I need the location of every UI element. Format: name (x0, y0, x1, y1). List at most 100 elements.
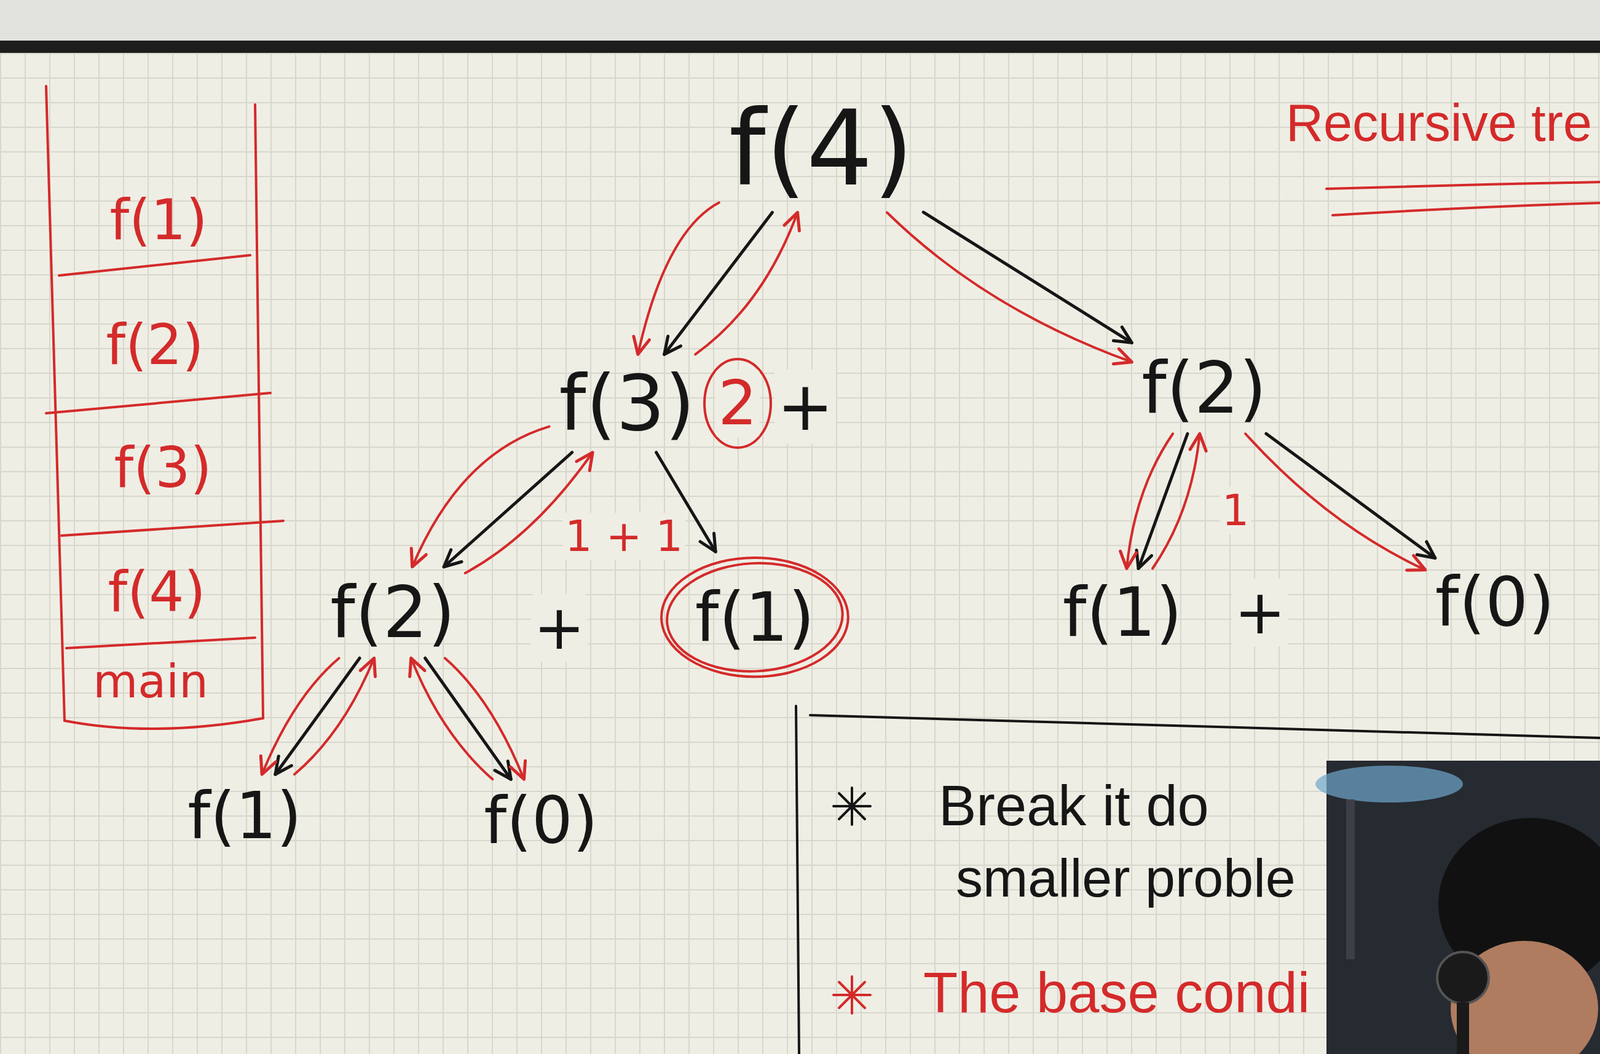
node-text: f(4) (107, 561, 206, 623)
trace-arrow (695, 212, 800, 355)
arrowhead (510, 760, 525, 779)
circle-stroke (661, 557, 849, 677)
note-text: smaller proble (955, 848, 1296, 908)
arrowhead (1190, 433, 1206, 451)
connector-line (443, 452, 572, 567)
stack-divider (59, 255, 251, 276)
call-arrow (275, 657, 360, 774)
call-node: f(0) (477, 782, 605, 860)
arrowhead (1416, 541, 1435, 559)
plus-sign: + (1231, 578, 1289, 647)
connector-line (923, 212, 1132, 343)
base-case-node: f(1) (658, 555, 851, 680)
call-node: f(1) (1056, 572, 1189, 653)
arrowhead (1113, 327, 1132, 343)
node-text: f(2) (330, 573, 455, 652)
stack-divider (61, 520, 284, 536)
call-node: f(0) (1429, 561, 1562, 643)
return-sum: 1 + 1 (562, 512, 686, 560)
connector-line (1152, 433, 1200, 568)
node-text: f(2) (1141, 349, 1267, 428)
stack-frame: f(4) (101, 558, 212, 626)
connector-line (664, 212, 773, 355)
arrowhead (360, 657, 375, 677)
node-text: f(4) (729, 90, 915, 206)
node-text: main (92, 655, 208, 707)
arrowhead (494, 760, 511, 780)
arrowhead (1120, 550, 1137, 568)
stack-divider (66, 637, 256, 648)
node-text: f(3) (558, 360, 695, 446)
trace-arrow (1152, 433, 1206, 568)
top-strip (0, 0, 1600, 41)
call-node: f(4) (722, 87, 921, 209)
title-underline (1332, 202, 1600, 216)
call-arrow (1136, 433, 1188, 568)
result-circle (704, 358, 771, 448)
plus-sign: + (774, 369, 836, 444)
node-text: f(0) (483, 785, 599, 857)
webcam-mic (1437, 951, 1489, 1004)
call-node: f(2) (323, 570, 462, 655)
node-text: f(2) (105, 314, 204, 375)
trace-arrow (633, 202, 720, 355)
arrowhead (443, 549, 462, 567)
stack-frame: main (86, 652, 214, 710)
arrowhead (664, 336, 682, 355)
call-arrow (664, 212, 773, 355)
connector-line (1245, 433, 1426, 570)
call-arrow (923, 212, 1132, 343)
webcam-overlay (1315, 760, 1600, 1054)
call-arrow (425, 657, 512, 779)
trace-arrow (409, 657, 493, 779)
node-text: f(1) (187, 780, 302, 852)
title-text: Recursive tre (1285, 94, 1593, 152)
connector-line (1138, 433, 1188, 568)
call-node: f(2) (1135, 346, 1273, 431)
panel-border (796, 705, 800, 1054)
arrowhead (784, 212, 800, 232)
circle-stroke (664, 558, 846, 676)
bullet-star (833, 976, 871, 1013)
node-text: f(1) (695, 580, 816, 655)
node-text: f(0) (1435, 564, 1556, 640)
call-arrow (443, 452, 572, 567)
connector-line (412, 426, 550, 567)
stack-floor (64, 717, 264, 729)
connector-line (294, 657, 375, 774)
connector-line (411, 657, 493, 779)
connector-line (638, 202, 720, 355)
connector-line (1266, 433, 1436, 558)
note-text: The base condi (923, 961, 1310, 1024)
connector-line (261, 657, 339, 774)
top-bar (0, 40, 1600, 53)
trace-arrow (260, 657, 339, 774)
node-text: f(1) (1062, 575, 1183, 650)
webcam-mic-arm (1456, 1001, 1470, 1054)
arrowhead (260, 755, 276, 774)
panel-border (810, 714, 1600, 738)
call-arrow (1266, 433, 1436, 558)
node-text: f(3) (113, 437, 212, 498)
webcam-light (1315, 765, 1463, 803)
trace-arrow (294, 657, 375, 774)
connector-line (695, 212, 798, 355)
trace-arrow (445, 657, 526, 779)
stack-frame: f(3) (107, 433, 218, 501)
call-node: f(3) (552, 357, 701, 449)
stack-frame: f(2) (99, 311, 210, 379)
webcam-stand (1346, 799, 1355, 959)
trace-arrow (886, 212, 1132, 364)
connector-line (425, 657, 512, 779)
arrowhead (1406, 555, 1426, 571)
note-text: Break it do (938, 774, 1210, 837)
plus-sign: + (531, 593, 588, 662)
connector-line (886, 212, 1132, 363)
call-node: f(1) (181, 777, 308, 856)
trace-arrow (411, 426, 549, 567)
return-value: 1 (1219, 486, 1253, 535)
arrowhead (409, 657, 425, 677)
return-value: 2 (715, 369, 760, 438)
